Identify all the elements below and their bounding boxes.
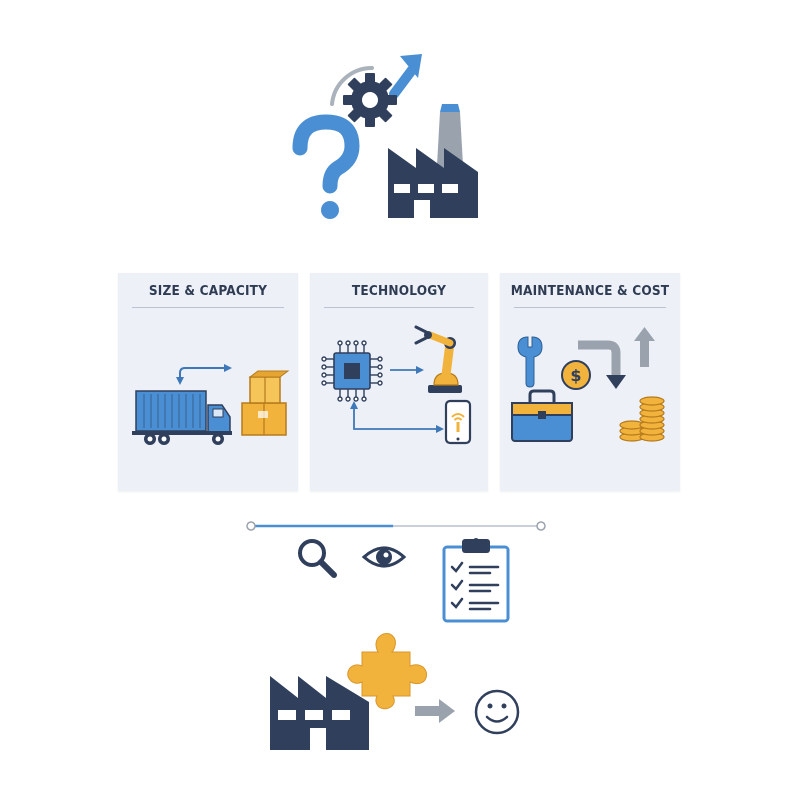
result-icon-group	[265, 614, 525, 754]
chip-icon	[321, 340, 383, 402]
dollar-coin-icon: $	[561, 360, 591, 390]
down-arrow-icon	[578, 340, 626, 389]
smiley-icon	[474, 689, 520, 735]
top-icon-group	[290, 48, 490, 223]
panel-size-capacity: SIZE & CAPACITY	[118, 273, 298, 491]
progress-track	[246, 520, 546, 532]
right-arrow-icon	[415, 699, 455, 723]
divider	[514, 307, 666, 308]
checklist-clipboard-icon	[442, 538, 510, 623]
transfer-arrow-icon	[176, 364, 232, 385]
connector-arrow-icon	[390, 366, 424, 374]
gear-icon	[343, 73, 397, 127]
truck-icon	[132, 390, 232, 445]
wrench-icon	[517, 336, 543, 388]
coin-stack-icon	[619, 396, 665, 442]
question-mark-icon	[292, 114, 360, 219]
smartphone-icon	[444, 399, 472, 445]
panel-title: TECHNOLOGY	[351, 283, 447, 299]
magnifier-icon	[298, 539, 337, 578]
divider	[324, 307, 474, 308]
boxes-icon	[241, 370, 290, 436]
svg-text:$: $	[570, 366, 581, 385]
factory-icon	[388, 104, 478, 218]
up-arrow-icon	[634, 327, 655, 367]
panel-title: MAINTENANCE & COST	[510, 283, 670, 299]
motion-arc-icon	[330, 65, 374, 106]
growth-arrow-icon	[389, 54, 422, 99]
puzzle-piece-icon	[347, 633, 428, 710]
panel-technology: TECHNOLOGY	[310, 273, 488, 491]
eye-icon	[361, 546, 407, 568]
factory-icon	[270, 676, 369, 750]
divider	[132, 307, 284, 308]
panel-maintenance-cost: MAINTENANCE & COST $	[500, 273, 680, 491]
toolbox-icon	[511, 389, 573, 442]
robot-arm-icon	[414, 325, 462, 393]
connector-arrow-icon	[350, 401, 444, 433]
evaluation-icon-group	[290, 535, 520, 630]
panel-title: SIZE & CAPACITY	[148, 283, 268, 299]
